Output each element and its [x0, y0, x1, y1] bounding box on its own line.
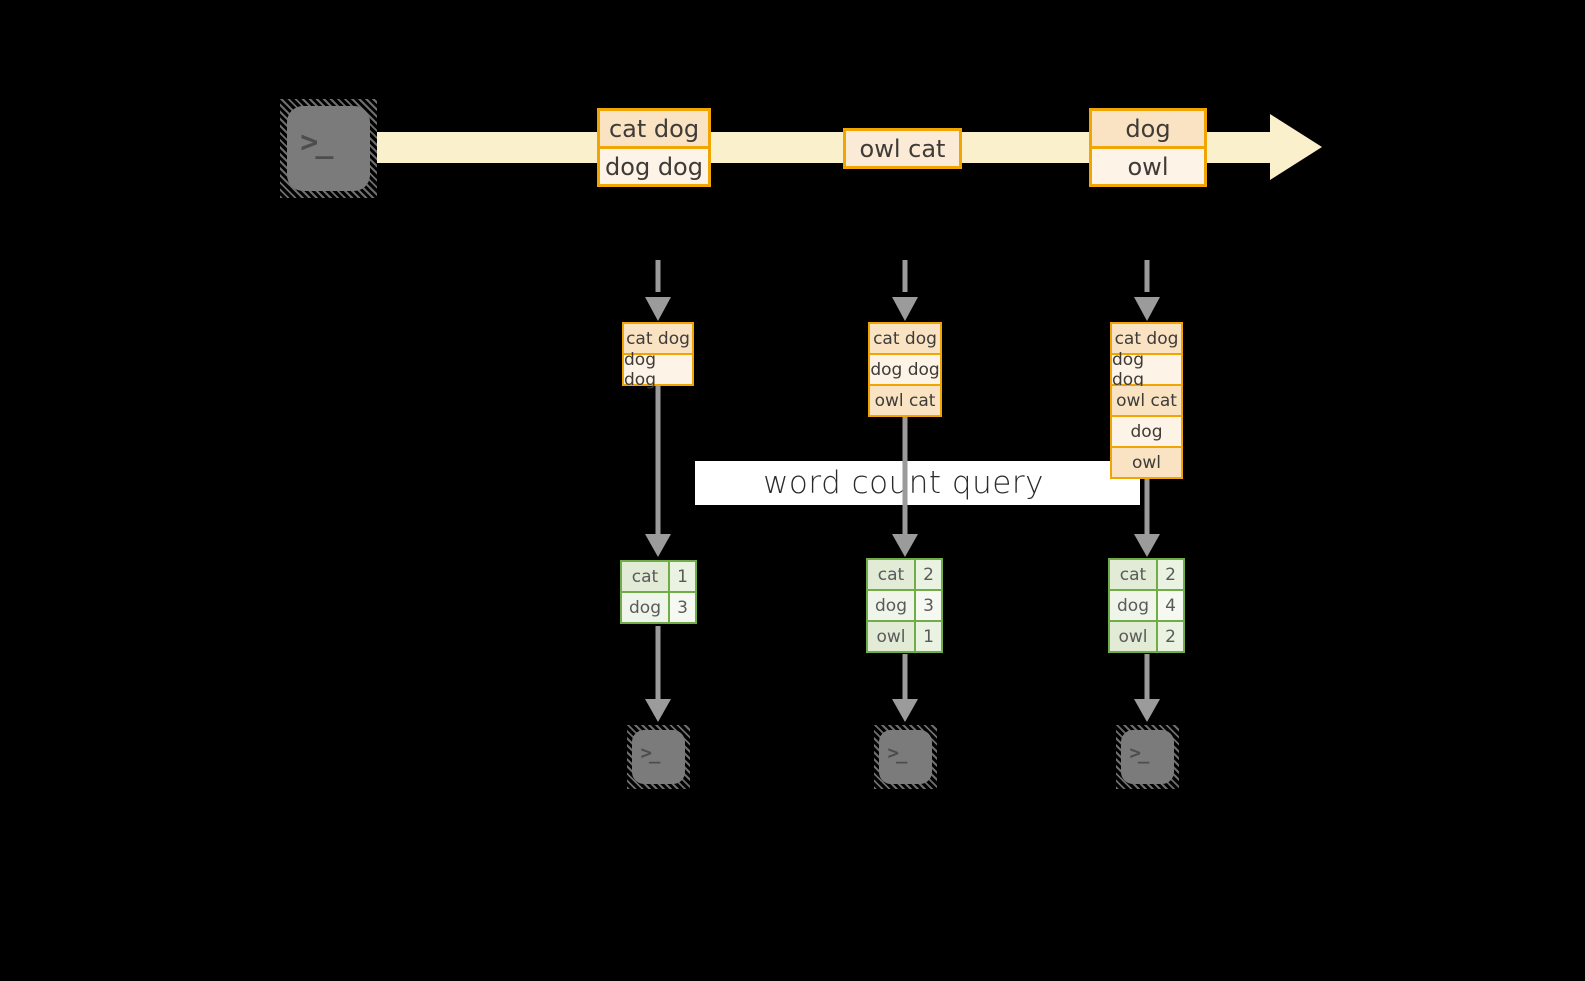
word-cell: owl	[1110, 622, 1156, 651]
terminal-sink-icon-col2: >_	[874, 725, 937, 789]
flow-arrow-table-to-sink-col2	[892, 654, 918, 722]
state-row: dog dog	[624, 350, 692, 390]
wordcount-table-col2: cat 2 dog 3 owl 1	[866, 558, 943, 653]
event-row: cat dog	[600, 111, 708, 146]
terminal-prompt-glyph: >_	[300, 124, 333, 160]
terminal-sink-icon-col1: >_	[627, 725, 690, 789]
event-row: dog	[1092, 111, 1204, 146]
event-row: owl cat	[846, 131, 959, 166]
state-box-col2: cat dog dog dog owl cat	[868, 322, 942, 417]
wordcount-table-col1: cat 1 dog 3	[620, 560, 697, 624]
count-cell: 2	[1158, 560, 1183, 589]
word-cell: dog	[1110, 591, 1156, 620]
event-row: dog dog	[600, 146, 708, 184]
terminal-sink-body: >_	[879, 730, 932, 784]
stream-event-box-1: cat dog dog dog	[597, 108, 711, 187]
count-cell: 3	[916, 591, 941, 620]
event-row: owl	[1092, 146, 1204, 184]
count-cell: 1	[670, 562, 695, 591]
terminal-prompt-glyph: >_	[640, 741, 660, 764]
wordcount-table-col3: cat 2 dog 4 owl 2	[1108, 558, 1185, 653]
stream-arrowhead	[1270, 114, 1322, 180]
terminal-sink-body: >_	[1121, 730, 1174, 784]
flow-arrow-state-to-table-col3	[1134, 479, 1160, 557]
terminal-sink-body: >_	[632, 730, 685, 784]
word-cell: cat	[868, 560, 914, 589]
word-cell: owl	[868, 622, 914, 651]
word-cell: cat	[622, 562, 668, 591]
terminal-source-icon: >_	[280, 99, 377, 198]
state-row: owl cat	[870, 386, 940, 415]
state-row: cat dog	[624, 324, 692, 353]
state-box-col1: cat dog dog dog	[622, 322, 694, 390]
stream-event-box-2: owl cat	[843, 128, 962, 169]
terminal-source-body: >_	[287, 106, 370, 191]
flow-arrow-table-to-sink-col3	[1134, 654, 1160, 722]
terminal-sink-icon-col3: >_	[1116, 725, 1179, 789]
dashed-arrow-col2	[892, 260, 918, 321]
state-row: dog dog	[1112, 350, 1181, 390]
count-cell: 3	[670, 593, 695, 622]
count-cell: 4	[1158, 591, 1183, 620]
flow-arrow-state-to-table-col1	[645, 386, 671, 557]
word-cell: cat	[1110, 560, 1156, 589]
count-cell: 2	[1158, 622, 1183, 651]
state-box-col3: cat dog dog dog owl cat dog owl	[1110, 322, 1183, 479]
word-cell: dog	[868, 591, 914, 620]
word-cell: dog	[622, 593, 668, 622]
dashed-arrow-col3	[1134, 260, 1160, 321]
state-row: cat dog	[1112, 324, 1181, 353]
terminal-prompt-glyph: >_	[1129, 741, 1149, 764]
stream-event-box-3: dog owl	[1089, 108, 1207, 187]
dashed-arrow-col1	[645, 260, 671, 321]
state-row: dog	[1112, 417, 1181, 446]
count-cell: 1	[916, 622, 941, 651]
flow-arrow-table-to-sink-col1	[645, 626, 671, 722]
state-row: owl	[1112, 448, 1181, 477]
state-row: dog dog	[870, 355, 940, 384]
count-cell: 2	[916, 560, 941, 589]
state-row: owl cat	[1112, 386, 1181, 415]
terminal-prompt-glyph: >_	[887, 741, 907, 764]
flow-arrow-state-to-table-col2	[892, 417, 918, 557]
state-row: cat dog	[870, 324, 940, 353]
